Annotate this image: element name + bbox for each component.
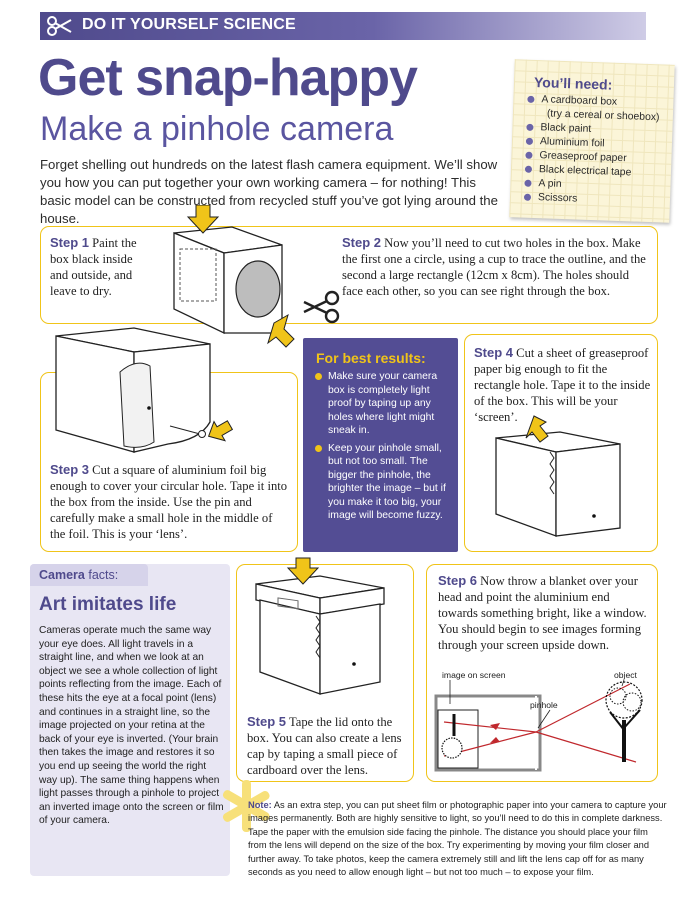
scissors-icon — [47, 16, 72, 36]
bullet-icon — [524, 179, 532, 187]
arrow-down-icon — [286, 557, 320, 585]
page-title: Get snap-happy — [38, 49, 418, 107]
step-4-text: Step 4 Cut a sheet of greaseproof paper … — [474, 345, 651, 424]
object-label: object — [614, 670, 637, 680]
bullet-icon — [315, 444, 322, 452]
list-item: Keep your pinhole small, but not too sma… — [315, 442, 451, 523]
arrow-up-left-icon — [267, 313, 295, 348]
bullet-icon — [315, 373, 322, 380]
camera-facts-panel: Camera facts: Art imitates life Cameras … — [30, 564, 230, 876]
best-results-list: Make sure your camera box is completely … — [315, 370, 451, 527]
pinhole-diagram — [434, 679, 643, 772]
bullet-icon — [526, 123, 534, 131]
asterisk-icon — [222, 780, 270, 832]
facts-tag: Camera facts: — [39, 568, 119, 582]
step-1-2-panel — [40, 226, 658, 324]
page-subtitle: Make a pinhole camera — [40, 110, 394, 148]
facts-tab — [30, 564, 148, 586]
inverted-tree-icon — [441, 714, 463, 759]
list-item: Make sure your camera box is completely … — [315, 370, 451, 438]
materials-list: A cardboard box (try a cereal or shoebox… — [523, 93, 660, 210]
note-label: Note: — [248, 800, 272, 810]
note-text: As an extra step, you can put sheet film… — [248, 800, 667, 878]
bullet-icon — [525, 151, 533, 159]
arrow-down-icon — [186, 205, 220, 234]
step-1-text: Step 1 Paint the box black inside and ou… — [50, 235, 137, 298]
intro-paragraph: Forget shelling out hundreds on the late… — [40, 157, 498, 226]
pinhole-label: pinhole — [530, 700, 558, 710]
materials-title: You’ll need: — [533, 73, 613, 93]
facts-heading: Art imitates life — [39, 594, 177, 615]
bullet-icon — [523, 193, 532, 201]
arrow-down-left-icon — [525, 415, 549, 443]
facts-body: Cameras operate much the same way your e… — [39, 625, 224, 827]
note-paragraph: Note: As an extra step, you can put shee… — [248, 799, 668, 879]
box-cut-illustration — [173, 205, 295, 348]
bullet-icon — [525, 137, 534, 145]
lidded-box-illustration — [255, 557, 385, 695]
bullet-icon — [524, 165, 533, 173]
step-5-text: Step 5 Tape the lid onto the box. You ca… — [247, 714, 402, 777]
foil-box-illustration — [55, 327, 234, 453]
image-on-screen-label: image on screen — [442, 670, 506, 680]
tree-icon — [605, 681, 643, 762]
section-banner: DO IT YOURSELF SCIENCE — [40, 12, 646, 40]
best-results-title: For best results: — [316, 350, 426, 366]
step-2-text: Step 2 Now you’ll need to cut two holes … — [342, 235, 646, 298]
step-6-text: Step 6 Now throw a blanket over your hea… — [438, 573, 647, 652]
materials-note: You’ll need: A cardboard box (try a cere… — [509, 59, 675, 223]
section-label: DO IT YOURSELF SCIENCE — [82, 16, 296, 33]
arrow-left-icon — [207, 420, 234, 442]
best-results-panel: For best results: Make sure your camera … — [303, 338, 458, 552]
screen-box-illustration — [495, 415, 621, 537]
scissors-icon — [303, 290, 340, 324]
bullet-icon — [527, 95, 535, 103]
step-3-text: Step 3 Cut a square of aluminium foil bi… — [50, 462, 288, 541]
